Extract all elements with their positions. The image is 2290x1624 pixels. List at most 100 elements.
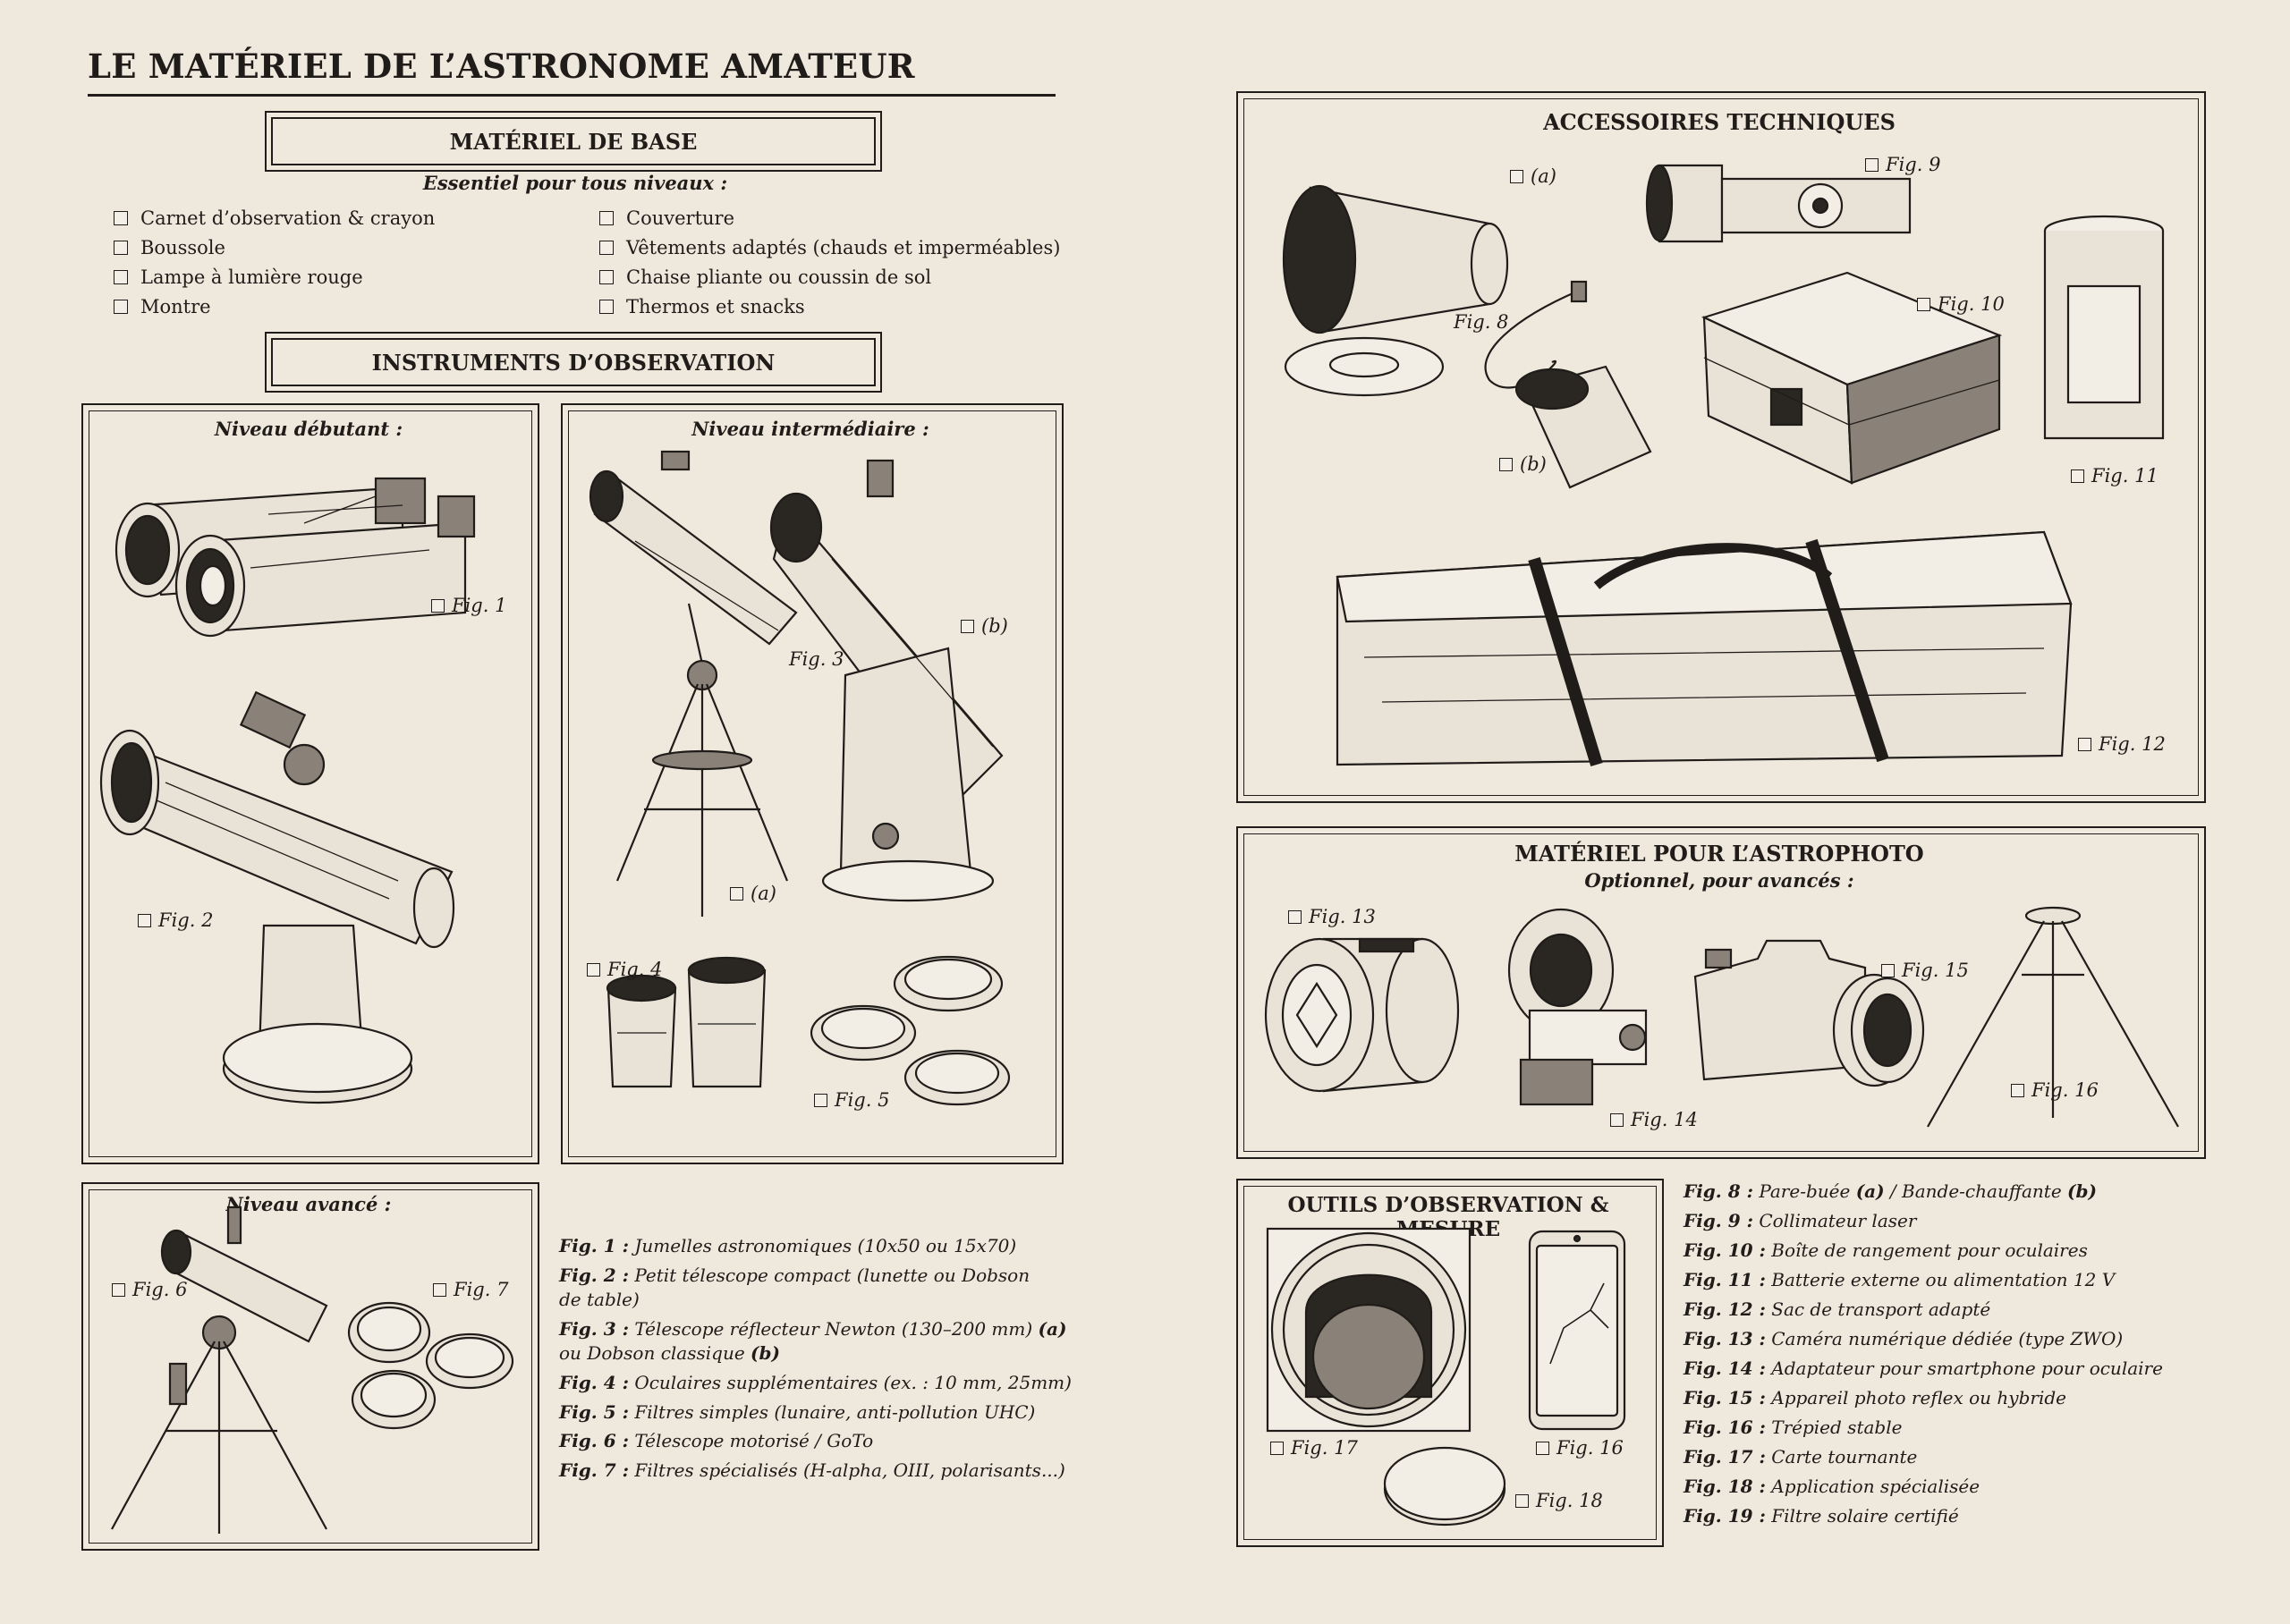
fig-3b-label: (b) <box>961 615 1008 637</box>
zwo-camera-illustration <box>1264 937 1460 1093</box>
fig-2-label: Fig. 2 <box>138 909 213 931</box>
goto-telescope-illustration <box>111 1205 328 1534</box>
base-section-header: MATÉRIEL DE BASE <box>265 111 882 172</box>
instruments-section-header: INSTRUMENTS D’OBSERVATION <box>265 332 882 393</box>
checkbox[interactable] <box>114 299 128 314</box>
legend-row: Fig. 5 : Filtres simples (lunaire, anti-… <box>559 1400 1036 1423</box>
legend-row: Fig. 8 : Pare-buée (a) / Bande-chauffant… <box>1684 1180 2097 1202</box>
fig-12-label: Fig. 12 <box>2078 733 2166 755</box>
checkbox[interactable] <box>1515 1493 1529 1508</box>
smartphone-app-illustration <box>1528 1230 1626 1431</box>
fig-5-label: Fig. 5 <box>814 1089 889 1111</box>
fig-18-label: Fig. 18 <box>1515 1490 1603 1511</box>
checkbox[interactable] <box>1536 1441 1549 1455</box>
advanced-title: Niveau avancé : <box>225 1193 392 1215</box>
checklist-item[interactable]: Boussole <box>114 233 435 262</box>
checkbox[interactable] <box>1270 1441 1284 1455</box>
checkbox[interactable] <box>114 269 128 284</box>
accessory-a-label: (a) <box>1510 165 1556 187</box>
fig-17-label: Fig. 17 <box>1270 1437 1358 1459</box>
legend-row: Fig. 1 : Jumelles astronomiques (10x50 o… <box>559 1235 1017 1256</box>
dew-shield-illustration <box>1282 184 1509 397</box>
checkbox[interactable] <box>730 886 743 901</box>
checkbox[interactable] <box>431 598 445 613</box>
legend-row: Fig. 16 : Trépied stable <box>1684 1417 1903 1438</box>
legend-row: Fig. 18 : Application spécialisée <box>1684 1476 1980 1497</box>
checklist-item[interactable]: Thermos et snacks <box>599 292 1060 321</box>
checkbox[interactable] <box>587 962 600 977</box>
checkbox[interactable] <box>599 299 614 314</box>
checkbox[interactable] <box>112 1282 125 1297</box>
checkbox[interactable] <box>599 240 614 255</box>
checkbox[interactable] <box>599 210 614 225</box>
advanced-panel <box>81 1182 539 1551</box>
checklist-item[interactable]: Lampe à lumière rouge <box>114 262 435 292</box>
accessories-panel <box>1236 91 2206 803</box>
fig-7-label: Fig. 7 <box>433 1279 508 1300</box>
intermediate-title: Niveau intermédiaire : <box>691 418 929 440</box>
checkbox[interactable] <box>1881 963 1895 977</box>
legend-row: Fig. 15 : Appareil photo reflex ou hybri… <box>1684 1387 2066 1408</box>
fig-6-label: Fig. 6 <box>112 1279 187 1300</box>
accessories-title: ACCESSOIRES TECHNIQUES <box>1543 109 1896 135</box>
checkbox[interactable] <box>2078 737 2091 751</box>
dobson-telescope-illustration <box>769 459 1004 902</box>
fig-3a-label: (a) <box>730 883 776 904</box>
legend-row: Fig. 2 : Petit télescope compact (lunett… <box>559 1264 1030 1311</box>
fig-11-label: Fig. 11 <box>2071 465 2159 486</box>
checkbox[interactable] <box>114 240 128 255</box>
eyepieces-illustration <box>606 956 767 1088</box>
tripod-illustration <box>1927 906 2179 1128</box>
checkbox[interactable] <box>1288 909 1302 924</box>
astrophoto-panel <box>1236 826 2206 1159</box>
checklist-item[interactable]: Montre <box>114 292 435 321</box>
checkbox[interactable] <box>433 1282 446 1297</box>
base-subtitle: Essentiel pour tous niveaux : <box>422 172 728 194</box>
fig-4-label: Fig. 4 <box>587 959 662 980</box>
checkbox[interactable] <box>1865 157 1879 172</box>
planisphere-illustration <box>1266 1227 1472 1433</box>
fig-9-label: Fig. 9 <box>1865 154 1940 175</box>
fig-1-label: Fig. 1 <box>431 595 506 616</box>
checklist-item[interactable]: Vêtements adaptés (chauds et imperméable… <box>599 233 1060 262</box>
checkbox[interactable] <box>2011 1083 2024 1097</box>
checkbox[interactable] <box>814 1093 827 1107</box>
legend-row: Fig. 6 : Télescope motorisé / GoTo <box>559 1430 874 1452</box>
solar-filter-illustration <box>1383 1446 1506 1527</box>
legend-left: Fig. 1 : Jumelles astronomiques (10x50 o… <box>559 1234 1096 1487</box>
fig-16-label: Fig. 16 <box>2011 1079 2099 1101</box>
legend-row: Fig. 3 : Télescope réflecteur Newton (13… <box>559 1317 1067 1365</box>
fig-3-label: Fig. 3 <box>789 648 844 670</box>
legend-row: Fig. 10 : Boîte de rangement pour oculai… <box>1684 1239 2088 1261</box>
checkbox[interactable] <box>1510 169 1523 183</box>
checkbox[interactable] <box>138 913 151 927</box>
legend-row: Fig. 11 : Batterie externe ou alimentati… <box>1684 1269 2116 1290</box>
checkbox[interactable] <box>114 210 128 225</box>
checkbox[interactable] <box>961 619 974 633</box>
tools-panel <box>1236 1179 1664 1547</box>
fig-10-label: Fig. 10 <box>1917 293 2005 315</box>
checklist-item[interactable]: Chaise pliante ou coussin de sol <box>599 262 1060 292</box>
checkbox[interactable] <box>1917 297 1930 311</box>
smartphone-adapter-illustration <box>1507 908 1648 1106</box>
newton-telescope-illustration <box>589 450 798 917</box>
base-section-title: MATÉRIEL DE BASE <box>449 128 698 155</box>
checklist-item[interactable]: Couverture <box>599 203 1060 233</box>
fig-14-label: Fig. 14 <box>1610 1109 1698 1130</box>
eyepiece-case-illustration <box>1701 271 2003 485</box>
legend-right: Fig. 8 : Pare-buée (a) / Bande-chauffant… <box>1684 1179 2256 1533</box>
laser-collimator-illustration <box>1645 164 1912 243</box>
checkbox[interactable] <box>1610 1112 1624 1127</box>
checklist-item[interactable]: Carnet d’observation & crayon <box>114 203 435 233</box>
legend-row: Fig. 19 : Filtre solaire certifié <box>1684 1505 1959 1527</box>
fig-15-label: Fig. 15 <box>1881 960 1969 981</box>
checkbox[interactable] <box>599 269 614 284</box>
fig-8-label: Fig. 8 <box>1454 311 1509 333</box>
compact-telescope-illustration <box>99 690 455 1104</box>
dew-heater-band-illustration <box>1484 280 1652 489</box>
checkbox[interactable] <box>1499 457 1513 471</box>
checkbox[interactable] <box>2071 469 2084 483</box>
binoculars-illustration <box>114 477 476 638</box>
legend-row: Fig. 9 : Collimateur laser <box>1684 1210 1917 1231</box>
legend-row: Fig. 13 : Caméra numérique dédiée (type … <box>1684 1328 2124 1349</box>
